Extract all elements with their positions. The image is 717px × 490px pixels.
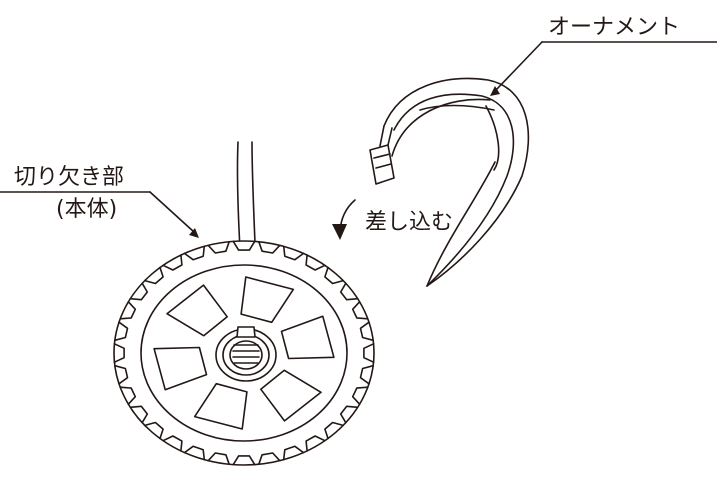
notch-tooth bbox=[351, 386, 369, 405]
wheel-window bbox=[240, 276, 295, 324]
notch-tooth bbox=[282, 245, 305, 261]
ornament-leader bbox=[490, 41, 717, 96]
notch-tooth bbox=[119, 301, 137, 320]
notch-tooth bbox=[129, 405, 149, 424]
wheel-windows bbox=[153, 276, 335, 430]
notch-tooth bbox=[144, 421, 164, 440]
notch-tooth bbox=[305, 254, 326, 271]
notch-tooth bbox=[129, 282, 149, 301]
wheel-window bbox=[166, 284, 228, 337]
notch-tooth bbox=[359, 321, 374, 342]
notch-tooth bbox=[144, 266, 164, 285]
notch-tooth bbox=[339, 282, 359, 301]
notch-tooth bbox=[207, 240, 230, 254]
notch-tooth bbox=[232, 240, 256, 251]
notch-tooth bbox=[119, 386, 137, 405]
notch-tooth bbox=[305, 435, 326, 452]
notch-tooth bbox=[359, 364, 374, 385]
notch-tooth bbox=[351, 301, 369, 320]
curved-arrow-down-icon bbox=[332, 199, 356, 240]
wheel-window bbox=[260, 369, 322, 422]
notch-label: 切り欠き部 bbox=[14, 165, 125, 190]
wheel-window bbox=[280, 315, 335, 360]
notch-tooth bbox=[114, 321, 129, 342]
tab-connector-icon bbox=[369, 125, 395, 185]
notch-tooth bbox=[114, 364, 129, 385]
notch-tooth bbox=[258, 240, 281, 254]
notch-tooth bbox=[258, 452, 281, 466]
wheel-window bbox=[193, 382, 248, 430]
notch-tooth bbox=[162, 254, 183, 271]
notch-tooth bbox=[183, 445, 206, 461]
notch-tooth bbox=[363, 343, 375, 363]
notch-tooth bbox=[162, 435, 183, 452]
notch-teeth bbox=[113, 240, 375, 466]
threaded-hub-icon bbox=[215, 326, 277, 382]
notch-leader bbox=[0, 191, 199, 238]
ornament-label: オーナメント bbox=[548, 15, 681, 40]
insert-label: 差し込む bbox=[365, 210, 454, 235]
wheel-window bbox=[153, 346, 208, 391]
ornament bbox=[383, 77, 530, 287]
notch-tooth bbox=[207, 452, 230, 466]
notch-tooth bbox=[183, 245, 206, 261]
notch-tooth bbox=[339, 405, 359, 424]
notch-tooth bbox=[282, 445, 305, 461]
notch-tooth bbox=[324, 421, 344, 440]
body-label: (本体) bbox=[56, 197, 118, 222]
notch-tooth bbox=[232, 455, 256, 466]
notch-tooth bbox=[324, 266, 344, 285]
notch-tooth bbox=[113, 343, 125, 363]
